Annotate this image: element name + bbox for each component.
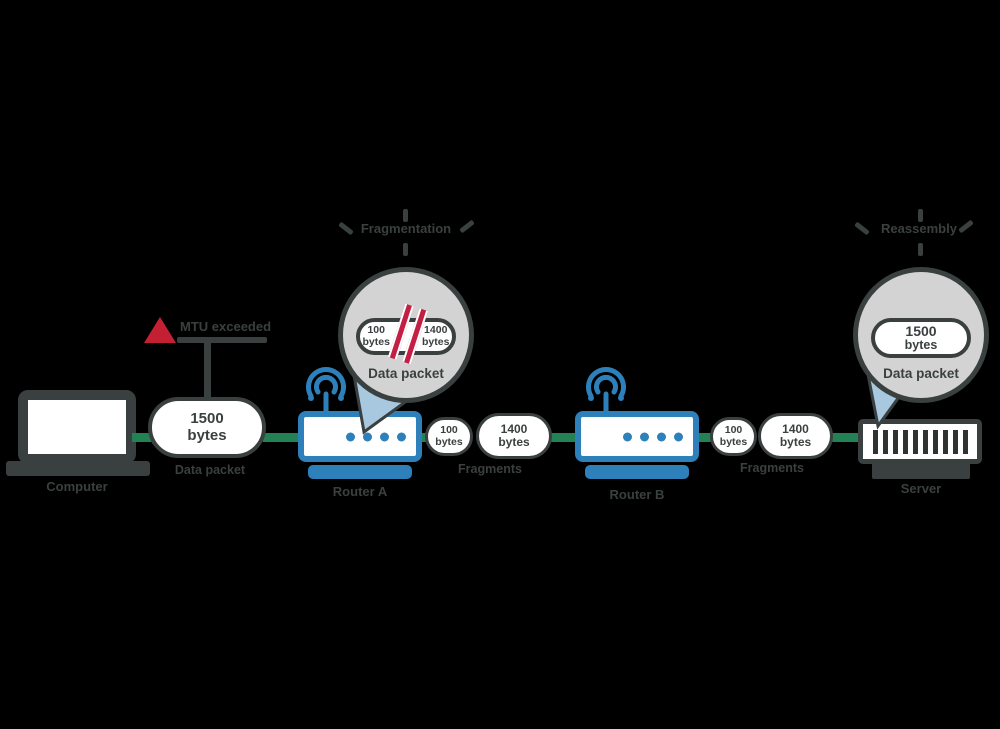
burst-ray <box>918 209 923 222</box>
fragments-a-label: Fragments <box>458 462 522 476</box>
computer-base <box>6 461 150 476</box>
fragment-pill-1400: 1400 bytes <box>758 413 833 459</box>
packet-unit: bytes <box>187 426 227 444</box>
router-leds <box>623 432 683 441</box>
computer-label: Computer <box>46 479 108 494</box>
warning-label: MTU exceeded <box>180 319 272 334</box>
link-line <box>830 430 868 444</box>
fragments-b-label: Fragments <box>740 461 804 475</box>
burst-ray <box>918 243 923 256</box>
server-base <box>872 462 970 479</box>
router-b-base <box>585 465 689 479</box>
computer-icon <box>18 390 136 464</box>
router-leds <box>346 432 406 441</box>
wifi-antenna-icon <box>306 366 346 414</box>
router-b-label: Router B <box>609 487 665 502</box>
warning-pointer-underline <box>177 337 267 343</box>
packet-value: 1500 <box>190 410 224 427</box>
fragmentation-title: Fragmentation <box>360 221 452 236</box>
fragment-large: 1400 bytes <box>422 324 450 348</box>
burst-ray <box>403 243 408 256</box>
wifi-antenna-icon <box>586 366 626 414</box>
reassembly-caption: Data packet <box>883 366 959 381</box>
reassembled-packet-pill: 1500 bytes <box>871 318 971 358</box>
fragment-small: 100 bytes <box>362 324 390 348</box>
fragment-pill-1400: 1400 bytes <box>476 413 552 459</box>
router-a-base <box>308 465 412 479</box>
router-a-label: Router A <box>332 484 388 499</box>
reassembly-magnifier: 1500 bytes Data packet <box>853 267 989 403</box>
fragmentation-magnifier: 100 bytes 1400 bytes Data packet <box>338 267 474 403</box>
packet-label: Data packet <box>174 463 246 477</box>
warning-triangle-icon <box>144 317 176 343</box>
fragment-pill-100: 100 bytes <box>710 417 757 456</box>
fragmentation-caption: Data packet <box>368 366 444 381</box>
warning-pointer-line <box>204 341 211 399</box>
packet-pill-1500: 1500 bytes <box>148 397 266 458</box>
fragment-pill-100: 100 bytes <box>425 417 473 456</box>
link-line <box>263 430 309 444</box>
reassembly-title: Reassembly <box>881 221 957 236</box>
server-label: Server <box>900 481 942 496</box>
router-b-icon <box>575 411 699 462</box>
burst-ray <box>403 209 408 222</box>
